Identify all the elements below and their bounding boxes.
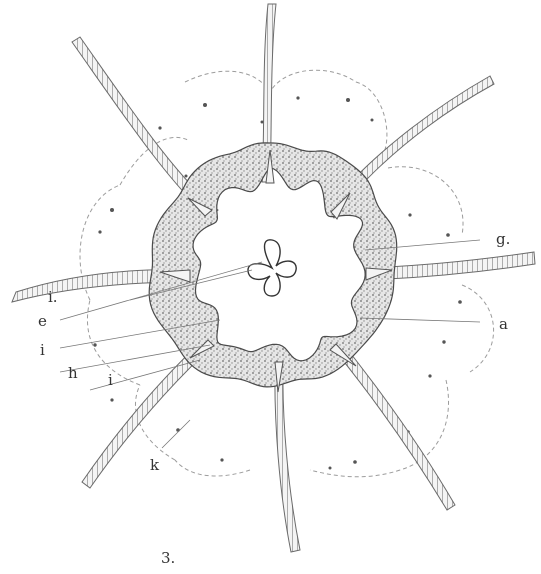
label-k: k	[150, 456, 160, 474]
central-mouth	[248, 240, 296, 296]
label-a: a	[499, 315, 508, 333]
tentacle-bottom-right	[333, 340, 455, 510]
label-e: e	[38, 312, 47, 330]
label-i-middle: i	[40, 341, 45, 359]
label-i-lower: i	[108, 371, 113, 389]
figure-number: 3.	[161, 549, 175, 567]
label-h: h	[68, 364, 78, 382]
tentacle-bottom	[275, 365, 300, 552]
label-g: g.	[496, 230, 510, 248]
label-i-upper: i.	[48, 288, 58, 306]
